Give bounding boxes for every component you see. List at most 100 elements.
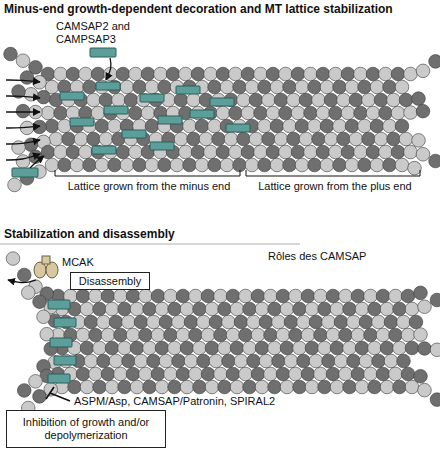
- tubulin-subunit: [205, 302, 219, 316]
- tubulin-subunit: [343, 380, 357, 394]
- tubulin-subunit: [176, 328, 190, 342]
- tubulin-subunit: [404, 67, 418, 81]
- camsap-protein: [140, 94, 164, 102]
- tubulin-subunit: [174, 93, 188, 107]
- tubulin-subunit: [333, 80, 347, 94]
- tubulin-subunit: [89, 367, 103, 381]
- tubulin-subunit: [126, 289, 140, 303]
- tubulin-subunit: [80, 302, 94, 316]
- tubulin-subunit: [99, 132, 113, 146]
- tubulin-subunit: [197, 315, 211, 329]
- tubulin-subunit: [126, 367, 140, 381]
- tubulin-subunit: [239, 328, 253, 342]
- bracket-label: Lattice grown from the minus end: [60, 180, 238, 193]
- tubulin-subunit: [293, 380, 307, 394]
- tubulin-subunit: [262, 132, 276, 146]
- tubulin-subunit: [79, 67, 93, 81]
- tubulin-subunit: [293, 341, 307, 355]
- tubulin-subunit: [58, 119, 72, 133]
- tubulin-subunit: [241, 67, 255, 81]
- camsap-protein: [190, 110, 214, 118]
- tubulin-subunit: [299, 93, 313, 107]
- tubulin-subunit: [130, 341, 144, 355]
- tubulin-subunit: [172, 354, 186, 368]
- tubulin-subunit: [184, 354, 198, 368]
- tubulin-subunit: [174, 132, 188, 146]
- tubulin-subunit: [151, 328, 165, 342]
- tubulin-subunit: [129, 145, 143, 159]
- tubulin-subunit: [272, 315, 286, 329]
- tubulin-subunit: [187, 132, 201, 146]
- tubulin-subunit: [341, 67, 355, 81]
- tubulin-subunit: [279, 106, 293, 120]
- camsap-protein: [92, 146, 116, 154]
- tubulin-subunit: [372, 315, 386, 329]
- tubulin-subunit: [372, 354, 386, 368]
- protein-label: MCAK: [62, 256, 122, 269]
- tubulin-subunit: [164, 367, 178, 381]
- tubulin-subunit: [280, 302, 294, 316]
- tubulin-subunit: [379, 67, 393, 81]
- tubulin-subunit: [76, 328, 90, 342]
- tubulin-subunit: [309, 315, 323, 329]
- tubulin-subunit: [366, 145, 380, 159]
- tubulin-subunit: [139, 328, 153, 342]
- tubulin-subunit: [370, 80, 384, 94]
- growth-arrow: [6, 80, 40, 82]
- tubulin-subunit: [368, 302, 382, 316]
- camsap-on-lattice: [60, 82, 250, 154]
- bracket-label: Lattice grown from the plus end: [250, 180, 420, 193]
- tubulin-subunit: [393, 380, 407, 394]
- tubulin-subunit: [379, 106, 393, 120]
- tubulin-subunit: [326, 328, 340, 342]
- tubulin-subunit: [16, 104, 30, 118]
- tubulin-subunit: [391, 106, 405, 120]
- tubulin-subunit: [143, 380, 157, 394]
- tubulin-subunit: [324, 132, 338, 146]
- growth-arrow: [6, 96, 40, 98]
- tubulin-subunit: [429, 55, 440, 69]
- tubulin-subunit: [279, 145, 293, 159]
- section-heading: Minus-end growth-dependent decoration an…: [4, 3, 436, 16]
- camsap-minus-end: [48, 300, 76, 383]
- tubulin-subunit: [87, 93, 101, 107]
- tubulin-subunit: [355, 341, 369, 355]
- tubulin-subunit: [318, 302, 332, 316]
- tubulin-subunit: [412, 92, 426, 106]
- tubulin-subunit: [383, 80, 397, 94]
- tubulin-subunit: [358, 80, 372, 94]
- tubulin-subunit: [97, 315, 111, 329]
- tubulin-subunit: [166, 67, 180, 81]
- tubulin-subunit: [430, 393, 440, 407]
- tubulin-subunit: [189, 289, 203, 303]
- tubulin-subunit: [99, 93, 113, 107]
- disassembly-arrow: [8, 280, 36, 283]
- tubulin-subunit: [355, 302, 369, 316]
- tubulin-subunit: [418, 300, 432, 314]
- tubulin-subunit: [329, 106, 343, 120]
- tubulin-subunit: [329, 67, 343, 81]
- box-text: Disassembly: [79, 275, 141, 288]
- tubulin-subunit: [120, 80, 134, 94]
- tubulin-subunit: [341, 145, 355, 159]
- tubulin-subunit: [345, 158, 359, 172]
- tubulin-subunit: [216, 67, 230, 81]
- tubulin-subunit: [314, 328, 328, 342]
- tubulin-subunit: [370, 119, 384, 133]
- tubulin-subunit: [193, 341, 207, 355]
- tubulin-subunit: [326, 367, 340, 381]
- tubulin-subunit: [354, 67, 368, 81]
- tubulin-subunit: [208, 80, 222, 94]
- tubulin-subunit: [124, 93, 138, 107]
- tubulin-subunit: [397, 315, 411, 329]
- tubulin-subunit: [351, 328, 365, 342]
- inhibition-bar: [46, 387, 70, 401]
- binding-arrow: [30, 156, 44, 168]
- tubulin-subunit: [322, 315, 336, 329]
- tubulin-subunit: [70, 158, 84, 172]
- tubulin-subunit: [195, 158, 209, 172]
- tubulin-subunit: [268, 302, 282, 316]
- tubulin-subunit: [222, 315, 236, 329]
- tubulin-subunit: [139, 289, 153, 303]
